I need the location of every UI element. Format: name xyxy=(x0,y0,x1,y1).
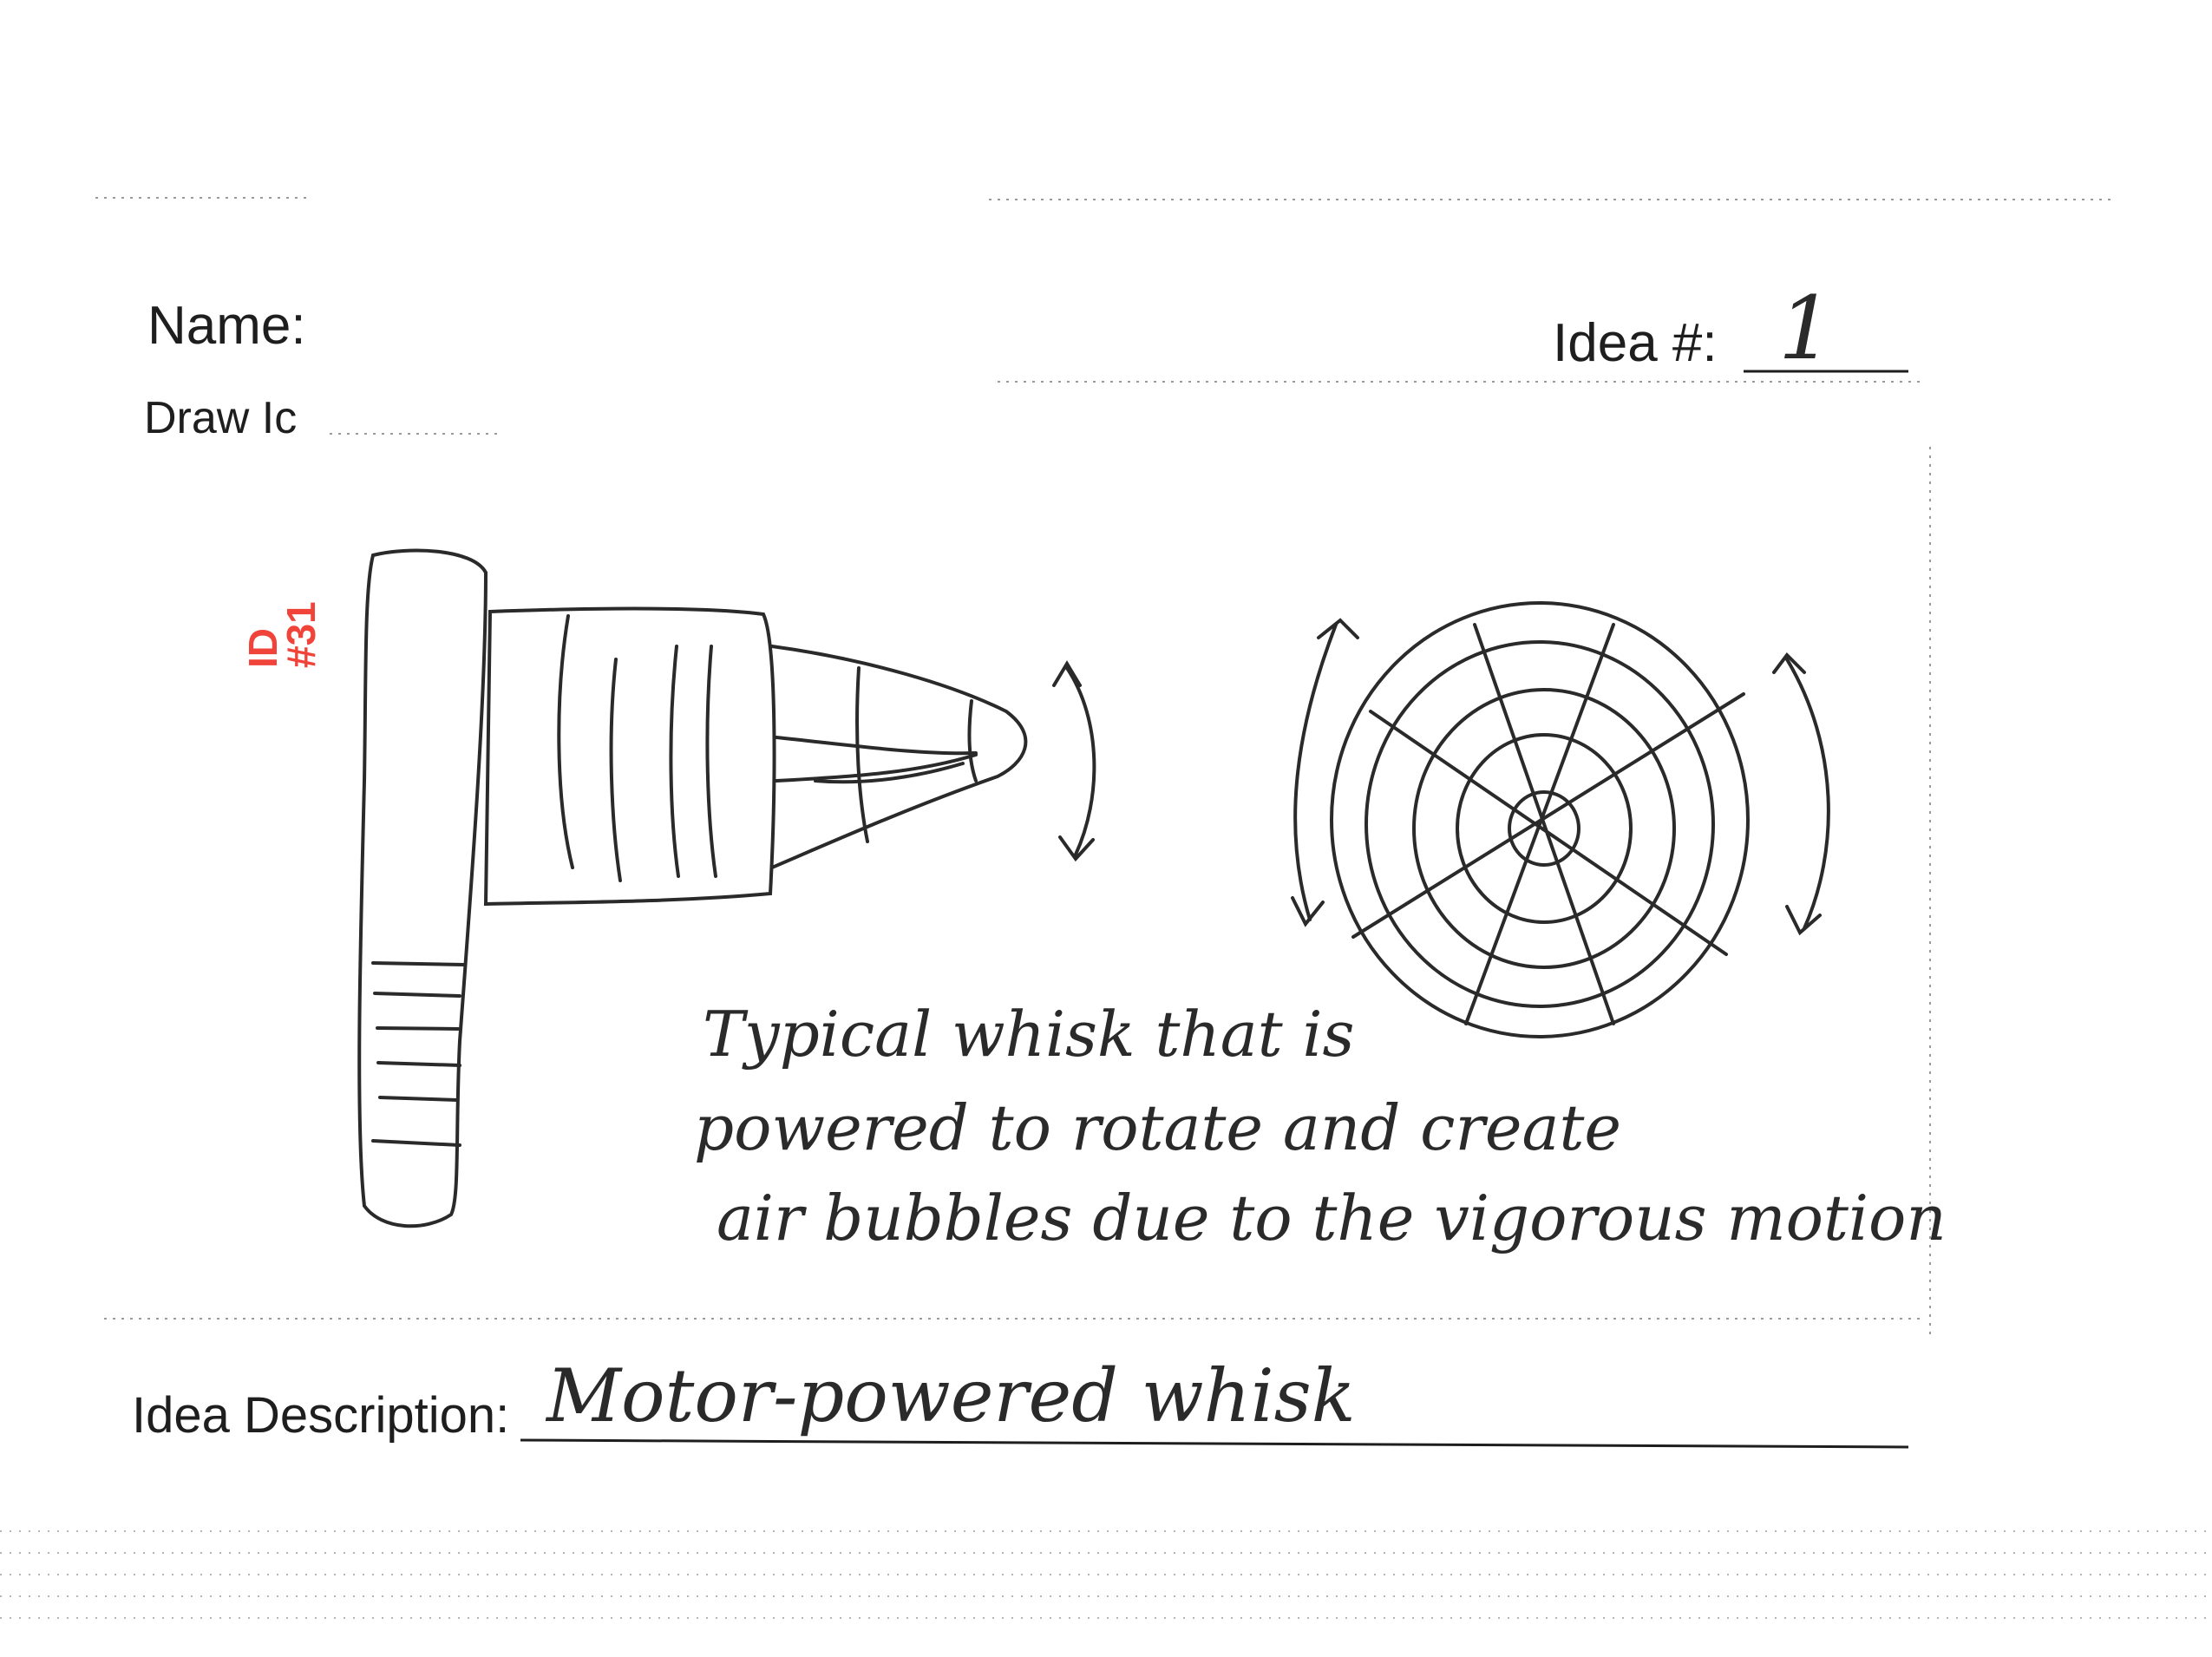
sketch-note-line: Typical whisk that is xyxy=(703,998,1355,1071)
idea-number-label: Idea #: xyxy=(1553,312,1718,374)
idea-description-value: Motor-powered whisk xyxy=(546,1353,1356,1438)
stamp-line-id: ID xyxy=(245,564,283,668)
scan-noise-band xyxy=(0,1531,2212,1618)
form-underlines xyxy=(520,371,1908,1447)
sketch-note-line: powered to rotate and create xyxy=(694,1091,1621,1164)
idea-number-value: 1 xyxy=(1778,278,1834,379)
id-stamp: ID #31 xyxy=(121,373,217,468)
stamp-line-number: #31 xyxy=(283,564,321,668)
sketch-note-line: air bubbles due to the vigorous motion xyxy=(717,1182,1947,1254)
idea-description-label: Idea Description: xyxy=(132,1386,509,1444)
name-label: Name: xyxy=(147,295,306,357)
whisk-front-view xyxy=(1293,603,1829,1037)
